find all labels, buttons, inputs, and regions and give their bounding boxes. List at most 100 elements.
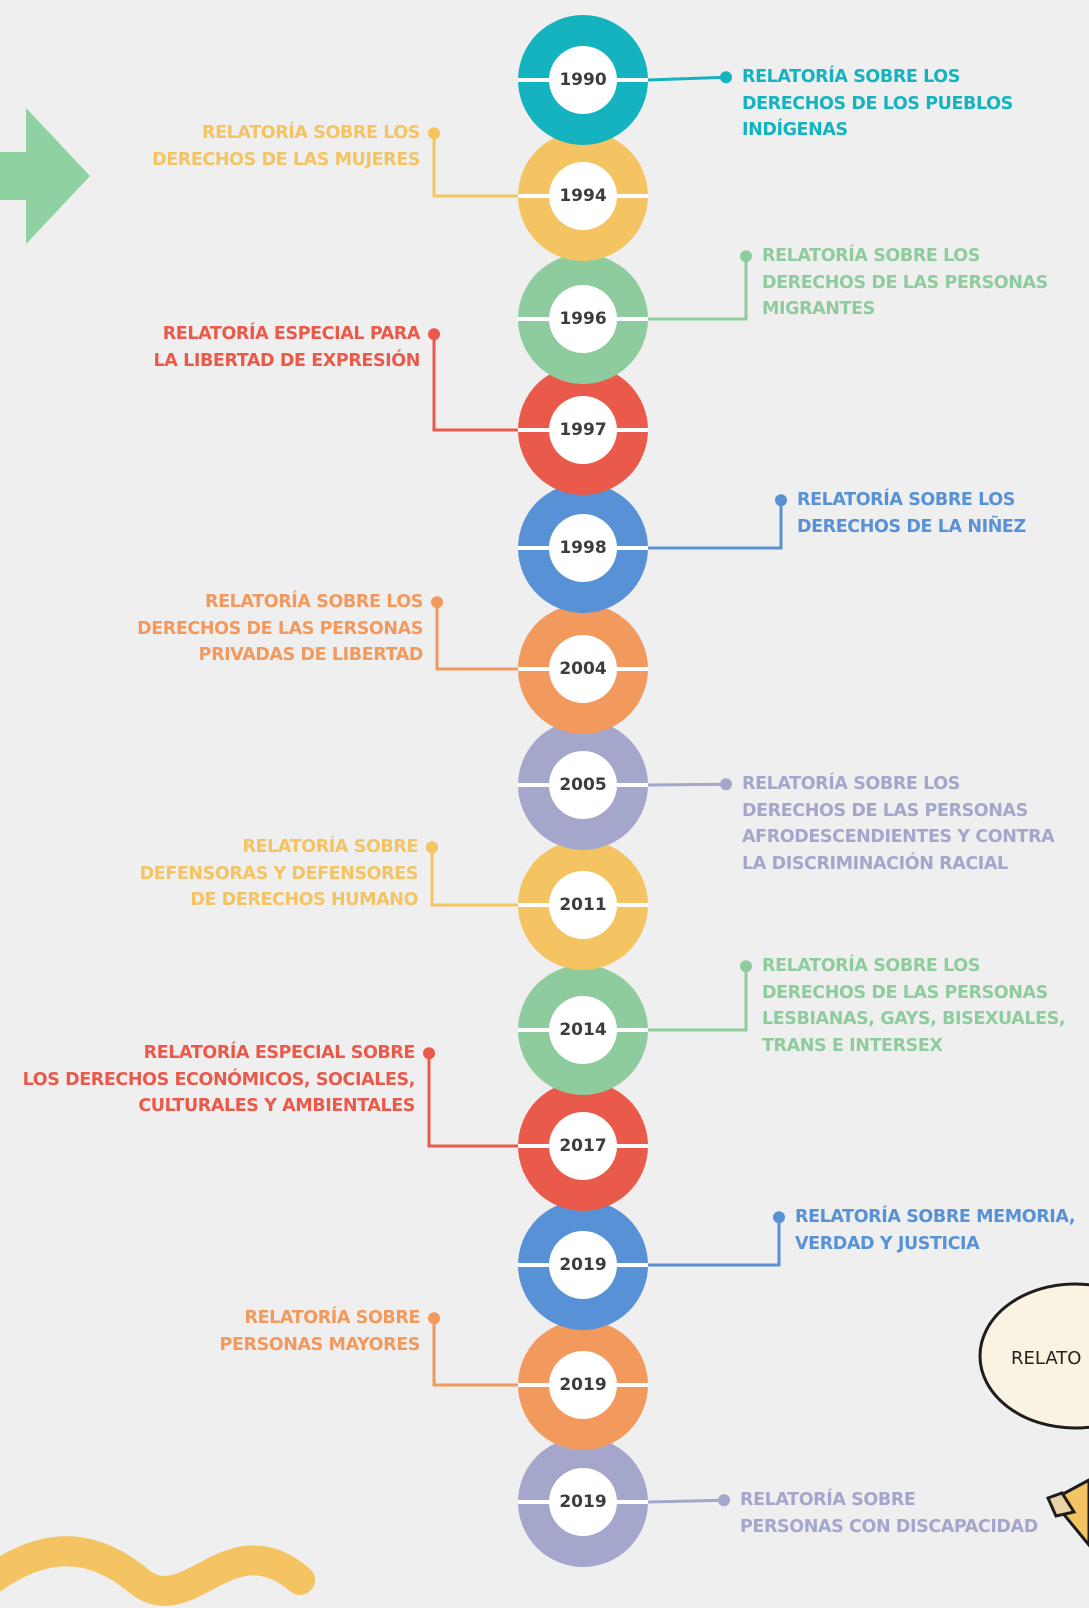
milestone-label: RELATORÍA SOBRE LOS DERECHOS DE LOS PUEBL… (742, 64, 1013, 144)
milestone-label-line: DERECHOS DE LA NIÑEZ (797, 516, 1026, 537)
connector-line (647, 75, 727, 82)
connector-line (648, 966, 748, 1032)
milestone-label-line: DERECHOS DE LAS PERSONAS (762, 982, 1048, 1003)
milestone-label-line: DERECHOS DE LAS MUJERES (152, 149, 420, 170)
milestone-label-line: RELATORÍA SOBRE (244, 1308, 421, 1328)
connector-dot (423, 1047, 435, 1060)
ring-gap (617, 1383, 648, 1387)
connector-line (648, 500, 783, 550)
speech-bubble-text: RELATO (1011, 1348, 1082, 1369)
connector-line (648, 1217, 781, 1267)
ring-gap (617, 428, 648, 432)
connector-line (432, 133, 518, 198)
milestone-label-line: RELATORÍA SOBRE LOS (202, 123, 420, 143)
year-rings (518, 15, 648, 1567)
connector-line (430, 847, 518, 907)
milestone-label-line: PERSONAS CON DISCAPACIDAD (740, 1516, 1038, 1537)
milestone-label-line: LOS DERECHOS ECONÓMICOS, SOCIALES, (22, 1069, 416, 1090)
year-label: 2011 (559, 895, 607, 915)
milestone-label: RELATORÍA SOBRE LOS DERECHOS DE LA NIÑEZ (797, 487, 1026, 540)
milestone-label-line: RELATORÍA SOBRE (242, 837, 419, 857)
pencil-tip (1045, 1491, 1077, 1518)
ring-gap (617, 1028, 648, 1032)
speech-bubble (978, 1282, 1089, 1430)
connector-dot (431, 596, 443, 609)
year-label: 2017 (559, 1136, 607, 1156)
year-label: 1998 (559, 538, 607, 558)
year-ring (518, 720, 648, 850)
year-label: 2014 (559, 1020, 607, 1040)
milestone-label-line: RELATORÍA SOBRE LOS (742, 67, 960, 87)
year-ring (518, 965, 648, 1095)
milestone-label-line: DE DERECHOS HUMANO (190, 890, 418, 910)
milestone-label: RELATORÍA SOBRE MEMORIA, VERDAD Y JUSTICI… (795, 1204, 1076, 1257)
milestone-label-line: TRANS E INTERSEX (762, 1035, 943, 1056)
ring-inner (549, 635, 617, 703)
ring-gap (518, 1383, 549, 1387)
ring-inner (549, 751, 617, 819)
connector-dot (720, 71, 732, 84)
ring-gap (518, 1144, 549, 1148)
ring-inner (549, 1112, 617, 1180)
year-ring (518, 131, 648, 261)
milestone-label: RELATORÍA SOBRE LOS DERECHOS DE LAS PERSO… (762, 953, 1066, 1059)
milestone-label-line: RELATORÍA SOBRE LOS (797, 490, 1015, 510)
milestone-label-line: DERECHOS DE LAS PERSONAS (137, 618, 423, 639)
milestone-label-line: RELATORÍA SOBRE LOS (742, 774, 960, 794)
ring-gap (518, 667, 549, 671)
milestone-label-line: RELATORÍA SOBRE LOS (762, 956, 980, 976)
ring-gap (617, 1500, 648, 1504)
year-ring (518, 1320, 648, 1450)
milestone-label-line: RELATORÍA SOBRE MEMORIA, (795, 1207, 1076, 1227)
connector-dot (428, 127, 440, 140)
connector-dot (426, 841, 438, 854)
milestone-label-line: AFRODESCENDIENTES Y CONTRA (742, 827, 1055, 847)
ring-gap (617, 546, 648, 550)
milestone-label-line: MIGRANTES (762, 299, 875, 319)
connector-dot (740, 250, 752, 263)
ring-inner (549, 1468, 617, 1536)
milestone-label-line: RELATORÍA ESPECIAL PARA (162, 324, 421, 344)
year-label: 1997 (559, 420, 607, 440)
ring-gap (518, 317, 549, 321)
connector-line (648, 256, 748, 321)
connector-dot (720, 778, 732, 791)
year-ring (518, 483, 648, 613)
connector-line (427, 1053, 518, 1148)
ring-gap (518, 1028, 549, 1032)
connector-dot (775, 494, 787, 507)
ring-gap (617, 667, 648, 671)
milestone-label-line: CULTURALES Y AMBIENTALES (138, 1096, 415, 1116)
ring-gap (518, 1500, 549, 1504)
ring-gap (518, 1263, 549, 1267)
ring-inner (549, 1231, 617, 1299)
decorations (0, 108, 1089, 1606)
ring-inner (549, 46, 617, 114)
ring-inner (549, 996, 617, 1064)
milestone-label-line: DEFENSORAS Y DEFENSORES (139, 863, 419, 884)
milestone-label-line: RELATORÍA ESPECIAL SOBRE (143, 1043, 416, 1063)
milestone-label-line: LA LIBERTAD DE EXPRESIÓN (153, 350, 421, 371)
year-ring (518, 604, 648, 734)
ring-gap (518, 78, 549, 82)
year-label: 2004 (559, 659, 607, 679)
milestone-label-line: DERECHOS DE LOS PUEBLOS (742, 93, 1013, 114)
pencil-icon (1045, 1478, 1089, 1548)
connector-dot (428, 328, 440, 341)
milestone-label: RELATORÍA ESPECIAL SOBRE LOS DERECHOS ECO… (22, 1040, 416, 1120)
connector-line (647, 782, 727, 787)
year-ring (518, 1200, 648, 1330)
ring-gap (518, 783, 549, 787)
milestone-label-line: VERDAD Y JUSTICIA (795, 1233, 980, 1254)
milestone-label-line: DERECHOS DE LAS PERSONAS (762, 272, 1048, 293)
ring-gap (518, 194, 549, 198)
speech-bubble-shape (978, 1282, 1089, 1430)
milestone-label-line: PERSONAS MAYORES (219, 1334, 421, 1355)
ring-inner (549, 396, 617, 464)
